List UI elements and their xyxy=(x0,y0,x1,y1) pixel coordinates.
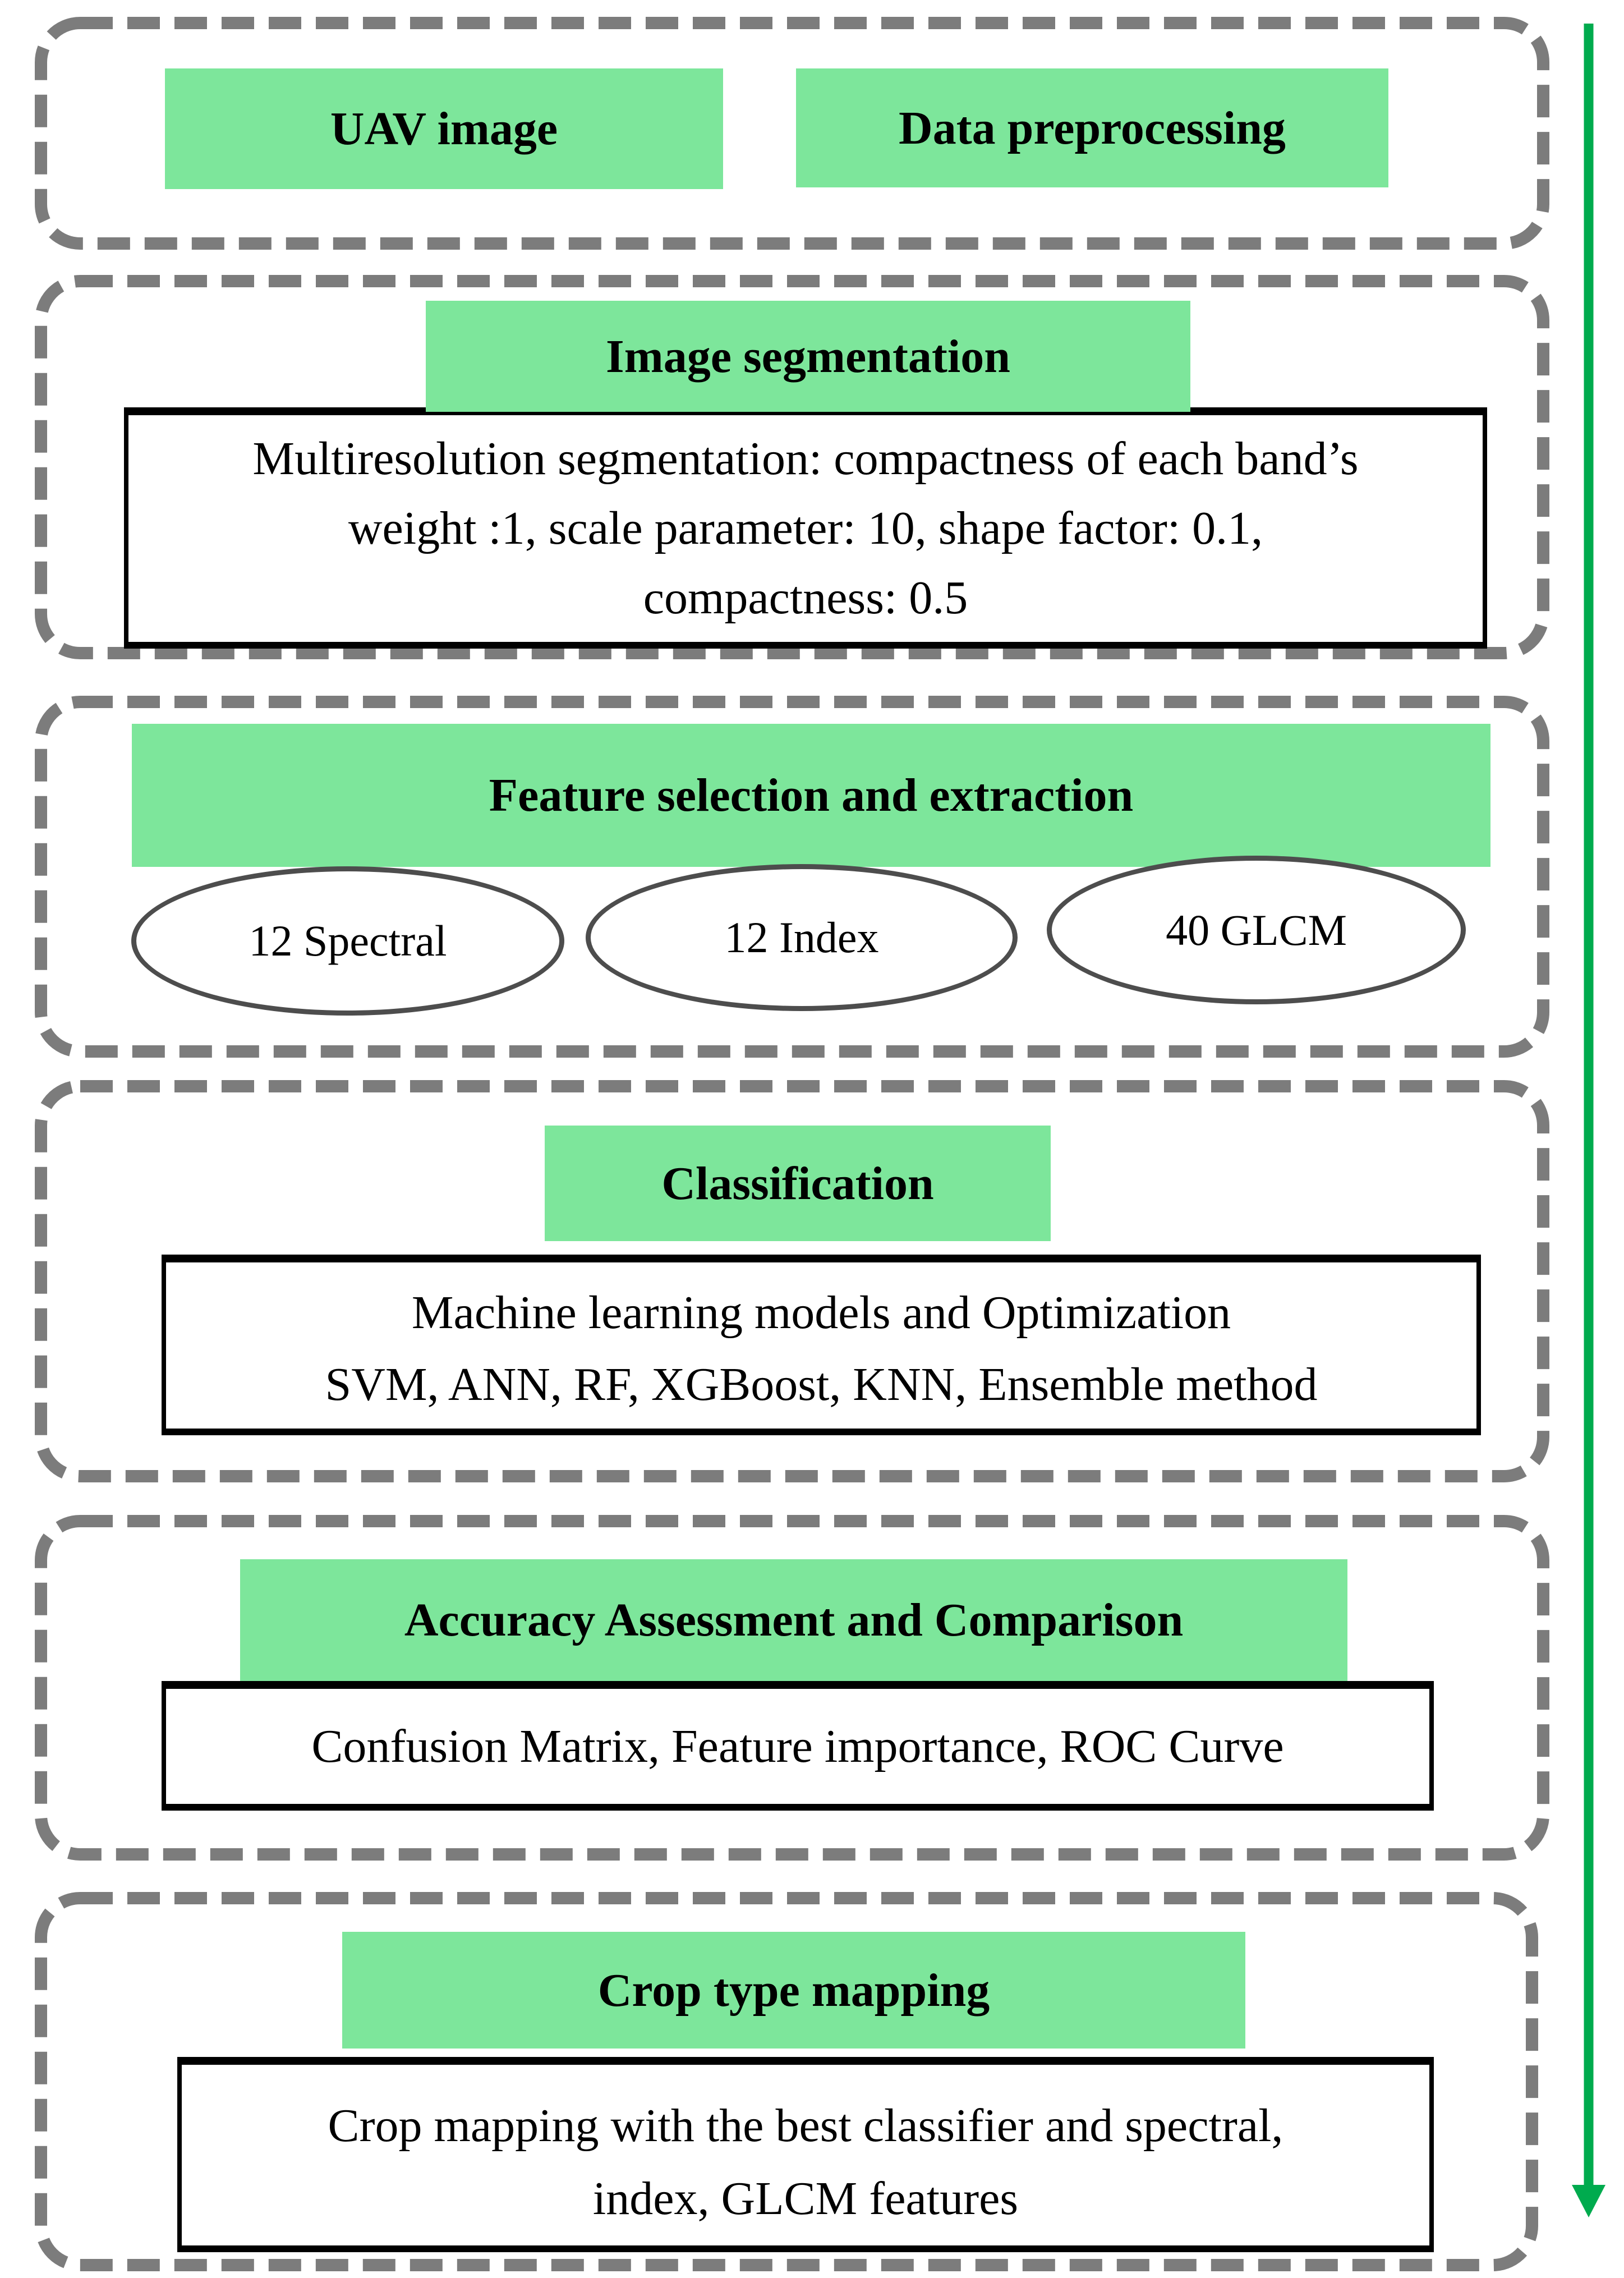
stage-frame-feature-selection xyxy=(35,696,1549,1058)
classification-label: Classification xyxy=(661,1157,934,1210)
ml-models-line: SVM, ANN, RF, XGBoost, KNN, Ensemble met… xyxy=(325,1358,1318,1411)
accuracy-assessment-label: Accuracy Assessment and Comparison xyxy=(404,1594,1184,1646)
accuracy-assessment-header: Accuracy Assessment and Comparison xyxy=(240,1559,1347,1681)
crop-mapping-details-line: index, GLCM features xyxy=(592,2173,1019,2225)
stage-frame-image-segmentation xyxy=(35,275,1549,659)
stage-frame-input xyxy=(35,17,1549,250)
glcm-features-ellipse: 40 GLCM xyxy=(1047,856,1466,1004)
accuracy-metrics-line: Confusion Matrix, Feature importance, RO… xyxy=(311,1720,1284,1772)
index-features-label: 12 Index xyxy=(724,913,879,962)
workflow-arrow-head-icon xyxy=(1572,2185,1605,2217)
ml-models-line: Machine learning models and Optimization xyxy=(411,1287,1231,1339)
feature-selection-header: Feature selection and extraction xyxy=(132,724,1490,867)
crop-type-mapping-header: Crop type mapping xyxy=(342,1932,1245,2049)
segmentation-params-box: Multiresolution segmentation: compactnes… xyxy=(124,407,1487,649)
crop-type-mapping-label: Crop type mapping xyxy=(597,1964,990,2017)
spectral-features-label: 12 Spectral xyxy=(249,916,447,965)
stage-frame-classification xyxy=(35,1080,1549,1482)
spectral-features-ellipse: 12 Spectral xyxy=(131,866,564,1016)
stage-frame-accuracy-assessment xyxy=(35,1515,1549,1861)
feature-selection-label: Feature selection and extraction xyxy=(489,769,1134,821)
segmentation-params-line: weight :1, scale parameter: 10, shape fa… xyxy=(348,502,1263,554)
data-preprocessing-box: Data preprocessing xyxy=(796,68,1388,187)
segmentation-params-line: compactness: 0.5 xyxy=(643,572,968,624)
crop-mapping-details-box: Crop mapping with the best classifier an… xyxy=(177,2057,1434,2252)
data-preprocessing-label: Data preprocessing xyxy=(899,102,1286,154)
index-features-ellipse: 12 Index xyxy=(586,864,1018,1011)
image-segmentation-label: Image segmentation xyxy=(606,330,1010,383)
accuracy-metrics-box: Confusion Matrix, Feature importance, RO… xyxy=(162,1681,1434,1811)
segmentation-params-line: Multiresolution segmentation: compactnes… xyxy=(252,433,1359,485)
crop-mapping-details-line: Crop mapping with the best classifier an… xyxy=(328,2100,1283,2152)
uav-image-box: UAV image xyxy=(165,68,723,189)
ml-models-box: Machine learning models and Optimization… xyxy=(162,1255,1481,1435)
image-segmentation-header: Image segmentation xyxy=(426,301,1190,412)
stage-frame-crop-type-mapping xyxy=(35,1892,1538,2271)
classification-header: Classification xyxy=(545,1126,1051,1241)
uav-image-label: UAV image xyxy=(330,103,558,155)
glcm-features-label: 40 GLCM xyxy=(1166,905,1347,954)
